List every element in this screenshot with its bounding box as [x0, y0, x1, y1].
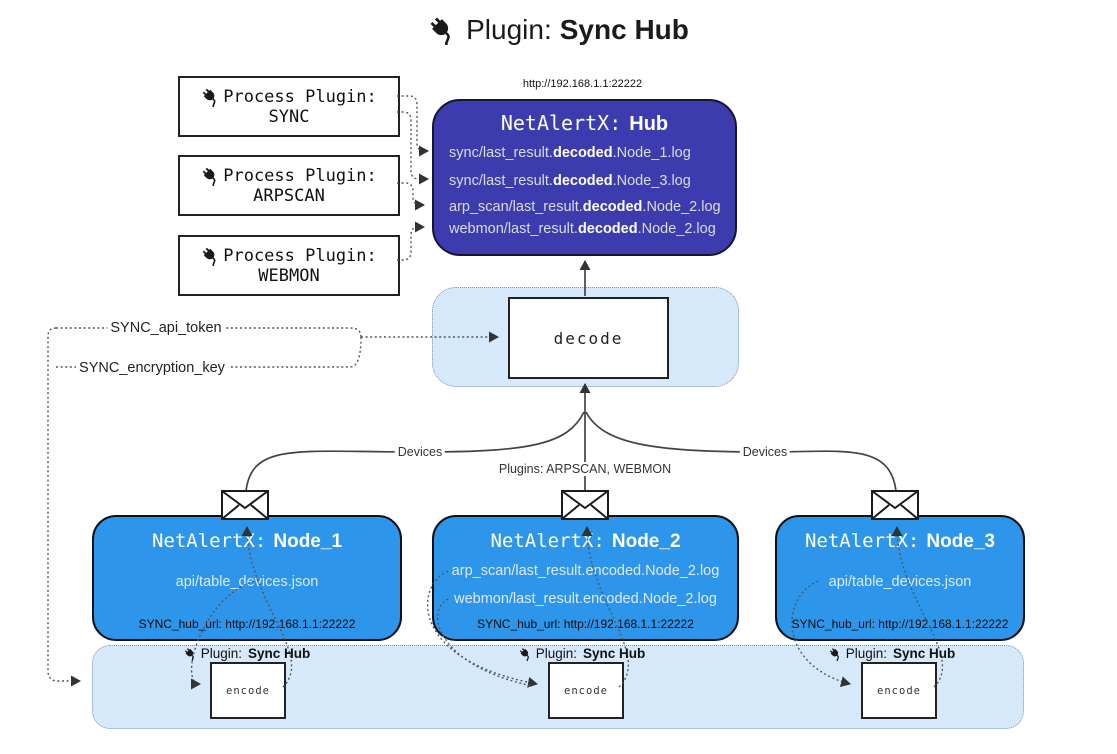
node-hub-url: SYNC_hub_url: http://192.168.1.1:22222: [477, 617, 694, 631]
edge-label-devices-left: Devices: [394, 445, 446, 459]
hub-log-row: sync/last_result.decoded.Node_3.log: [449, 173, 691, 189]
plug-icon: [184, 647, 194, 661]
plug-icon: [202, 247, 216, 266]
hub-log-row: arp_scan/last_result.decoded.Node_2.log: [449, 199, 721, 215]
edge-label-plugins: Plugins: ARPSCAN, WEBMON: [495, 462, 675, 476]
hub-log-row: webmon/last_result.decoded.Node_2.log: [449, 221, 716, 237]
hub-log-row: sync/last_result.decoded.Node_1.log: [449, 145, 691, 161]
node-box-node-1: NetAlertX:Node_1 api/table_devices.json …: [92, 515, 402, 641]
edge-settings-to-encode: [47, 327, 81, 687]
node-hub-url: SYNC_hub_url: http://192.168.1.1:22222: [138, 617, 356, 631]
process-plugin-box-arpscan: Process Plugin: ARPSCAN: [178, 155, 400, 216]
plug-icon: [430, 17, 450, 45]
edge-webmon-to-hub-row4: [397, 221, 425, 261]
encode-box: encode: [548, 662, 624, 719]
process-plugin-label: Process Plugin:: [223, 86, 377, 107]
node-name-mono: NetAlertX:: [151, 530, 267, 552]
process-plugin-name: ARPSCAN: [253, 185, 325, 206]
edge-arpscan-to-hub-row3: [397, 182, 425, 211]
process-plugin-name: SYNC: [268, 106, 310, 127]
plug-icon: [829, 647, 839, 661]
setting-label-api-token: SYNC_api_token: [107, 320, 225, 336]
node-name-bold: Node_3: [926, 531, 996, 552]
node-file-row: api/table_devices.json: [828, 574, 972, 590]
encode-plugin-label: Plugin:Sync Hub: [184, 646, 310, 661]
process-plugin-label: Process Plugin:: [223, 165, 377, 186]
node-box-node-3: NetAlertX:Node_3 api/table_devices.json …: [775, 515, 1025, 641]
page-title: Plugin: Sync Hub: [0, 14, 1117, 46]
hub-name-bold: Hub: [629, 113, 669, 135]
node-hub-url: SYNC_hub_url: http://192.168.1.1:22222: [791, 617, 1009, 631]
node-file-row: webmon/last_result.encoded.Node_2.log: [454, 591, 717, 607]
encode-plugin-label: Plugin:Sync Hub: [519, 646, 645, 661]
process-plugin-name: WEBMON: [258, 265, 320, 286]
hub-box: NetAlertX: Hub sync/last_result.decoded.N…: [432, 99, 737, 256]
title-bold: Sync Hub: [559, 14, 689, 45]
node-name-bold: Node_1: [273, 531, 343, 552]
edge-label-devices-right: Devices: [739, 445, 791, 459]
node-file-row: arp_scan/last_result.encoded.Node_2.log: [451, 563, 720, 579]
process-plugin-box-sync: Process Plugin: SYNC: [178, 76, 400, 137]
hub-name-mono: NetAlertX:: [500, 111, 622, 135]
node-name-bold: Node_2: [611, 531, 681, 552]
decode-box: decode: [508, 297, 669, 379]
encode-plugin-label: Plugin:Sync Hub: [829, 646, 955, 661]
node-box-node-2: NetAlertX: Node_2 arp_scan/last_result.en…: [432, 515, 739, 641]
encode-box: encode: [210, 662, 286, 719]
edge-sync-to-hub-row1: [397, 95, 429, 157]
plug-icon: [202, 167, 216, 186]
encode-box: encode: [861, 662, 937, 719]
node-file-row: api/table_devices.json: [175, 574, 319, 590]
plug-icon: [202, 88, 216, 107]
plug-icon: [519, 647, 529, 661]
process-plugin-label: Process Plugin:: [223, 245, 377, 266]
edge-sync-to-hub-row2: [397, 111, 429, 185]
node-name-mono: NetAlertX:: [490, 530, 605, 552]
title-prefix: Plugin:: [466, 14, 552, 45]
node-name-mono: NetAlertX:: [804, 530, 920, 552]
setting-label-encryption-key: SYNC_encryption_key: [76, 360, 228, 376]
hub-url-label: http://192.168.1.1:22222: [522, 78, 643, 90]
process-plugin-box-webmon: Process Plugin: WEBMON: [178, 235, 400, 296]
